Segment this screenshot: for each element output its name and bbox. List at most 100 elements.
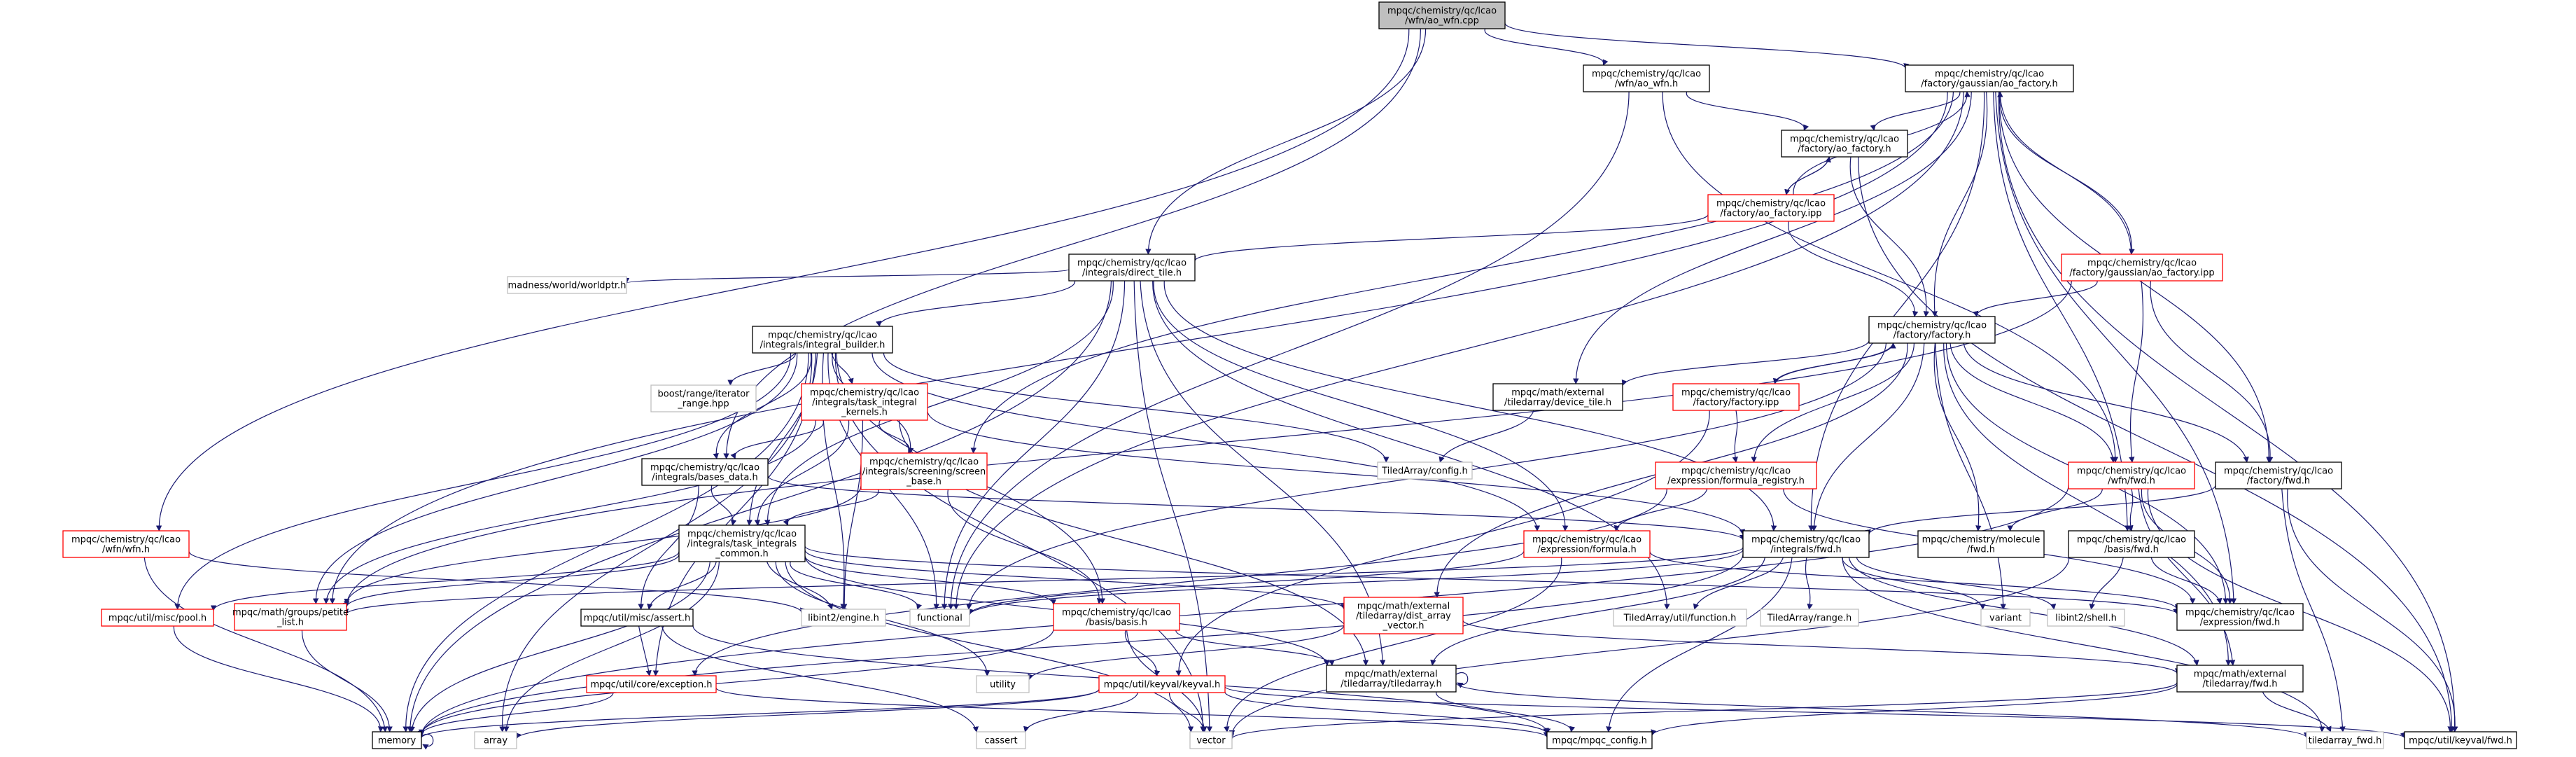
node-label: libint2/shell.h	[2055, 613, 2117, 624]
node-label: variant	[1989, 613, 2022, 624]
node-label: madness/world/worldptr.h	[508, 281, 626, 291]
node-label: mpqc/chemistry/qc/lcao	[2087, 258, 2197, 269]
node-device_tile[interactable]: mpqc/math/external/tiledarray/device_til…	[1492, 383, 1623, 411]
node-basis_fwd[interactable]: mpqc/chemistry/qc/lcao/basis/fwd.h	[2068, 530, 2195, 558]
edge-keyval_h-to-keyval_fwd	[1224, 686, 2406, 739]
edge-gauss_ao_factory_h-to-petite_list	[329, 91, 1948, 604]
node-label: mpqc/chemistry/qc/lcao	[869, 457, 979, 468]
node-memory[interactable]: memory	[372, 731, 422, 749]
edge-formula_h-to-functional	[968, 550, 1525, 615]
node-assert_h[interactable]: mpqc/util/misc/assert.h	[580, 609, 694, 627]
node-box	[650, 384, 757, 412]
node-factory_h[interactable]: mpqc/chemistry/qc/lcao/factory/factory.h	[1868, 316, 1996, 344]
node-bases_data[interactable]: mpqc/chemistry/qc/lcao/integrals/bases_d…	[641, 458, 769, 486]
node-gauss_ao_factory_ipp[interactable]: mpqc/chemistry/qc/lcao/factory/gaussian/…	[2061, 254, 2223, 282]
node-box	[1980, 609, 2031, 627]
node-box	[1868, 316, 1996, 344]
node-label: array	[484, 736, 507, 746]
node-label: mpqc/mpqc_config.h	[1552, 736, 1647, 746]
node-tiledarray_fwd_mpqc[interactable]: mpqc/math/external/tiledarray/fwd.h	[2176, 665, 2304, 693]
node-label: mpqc/math/external	[1511, 388, 1604, 398]
node-ao_factory_ipp[interactable]: mpqc/chemistry/qc/lcao/factory/ao_factor…	[1707, 194, 1835, 222]
node-root[interactable]: mpqc/chemistry/qc/lcao/wfn/ao_wfn.cpp	[1378, 1, 1506, 29]
node-label: mpqc/chemistry/qc/lcao	[2077, 535, 2186, 546]
edge-gauss_ao_factory_ipp-to-petite_list	[344, 280, 2072, 607]
node-factory_fwd[interactable]: mpqc/chemistry/qc/lcao/factory/fwd.h	[2215, 461, 2342, 489]
edge-tiledarray_h-to-mpqc_config	[1436, 691, 1576, 732]
edge-tiledarray_h-to-tiledarray_h	[1455, 672, 1469, 688]
node-wfn_fwd[interactable]: mpqc/chemistry/qc/lcao/wfn/fwd.h	[2068, 461, 2195, 489]
nodes-layer: mpqc/chemistry/qc/lcao/wfn/ao_wfn.cppmpq…	[62, 1, 2517, 749]
edge-formula_h-to-expression_fwd	[1649, 550, 2181, 611]
node-keyval_h[interactable]: mpqc/util/keyval/keyval.h	[1098, 675, 1226, 693]
node-task_integral_kernels[interactable]: mpqc/chemistry/qc/lcao/integrals/task_in…	[801, 383, 928, 421]
edge-dist_array_vector-to-tiledarray_fwd_mpqc	[1462, 619, 2181, 675]
node-factory_ipp[interactable]: mpqc/chemistry/qc/lcao/factory/factory.i…	[1672, 383, 1800, 411]
node-screen_base[interactable]: mpqc/chemistry/qc/lcao/integrals/screeni…	[860, 452, 988, 490]
node-label: functional	[917, 613, 962, 624]
node-label: libint2/engine.h	[808, 613, 879, 624]
edge-gauss_ao_factory_h-to-factory_h	[1931, 91, 1988, 317]
node-integral_builder[interactable]: mpqc/chemistry/qc/lcao/integrals/integra…	[752, 326, 893, 354]
node-variant: variant	[1980, 609, 2031, 627]
edge-wfn_fwd-to-tiledarray_fwd_mpqc	[2138, 488, 2236, 666]
node-petite_list[interactable]: mpqc/math/groups/petite_list.h	[232, 603, 349, 631]
node-label: /factory/gaussian/ao_factory.ipp	[2069, 268, 2214, 279]
edge-factory_ipp-to-factory_h	[1774, 342, 1896, 384]
node-integrals_fwd[interactable]: mpqc/chemistry/qc/lcao/integrals/fwd.h	[1742, 530, 1870, 558]
node-expression_fwd[interactable]: mpqc/chemistry/qc/lcao/expression/fwd.h	[2176, 603, 2304, 631]
node-label: /expression/formula_registry.h	[1667, 476, 1805, 487]
node-basis_h[interactable]: mpqc/chemistry/qc/lcao/basis/basis.h	[1053, 603, 1180, 631]
node-label: vector	[1196, 736, 1226, 746]
node-label: mpqc/chemistry/qc/lcao	[1592, 69, 1701, 80]
edge-root-to-wfn_wfn	[155, 28, 1410, 532]
node-boost_range: boost/range/iterator_range.hpp	[650, 384, 757, 412]
node-pool_h[interactable]: mpqc/util/misc/pool.h	[101, 609, 214, 627]
node-keyval_fwd[interactable]: mpqc/util/keyval/fwd.h	[2404, 731, 2517, 749]
edge-task_integral_kernels-to-bases_data	[730, 419, 824, 459]
node-label: mpqc/util/core/exception.h	[590, 680, 712, 690]
node-label: mpqc/chemistry/qc/lcao	[687, 529, 797, 540]
node-label: mpqc/chemistry/qc/lcao	[650, 463, 760, 473]
edge-wfn_wfn-to-libint_engine	[188, 550, 806, 614]
edge-petite_list-to-memory	[301, 630, 393, 732]
node-label: cassert	[984, 736, 1017, 746]
node-label: TiledArray/util/function.h	[1623, 613, 1737, 624]
edge-bases_data-to-task_integrals_common	[710, 485, 737, 526]
edge-task_integrals_common-to-expression_fwd	[804, 546, 2178, 615]
node-molecule_fwd[interactable]: mpqc/chemistry/molecule/fwd.h	[1917, 530, 2045, 558]
node-dist_array_vector[interactable]: mpqc/math/external/tiledarray/dist_array…	[1343, 597, 1464, 634]
edge-basis_h-to-keyval_h	[1124, 630, 1161, 676]
edge-assert_h-to-exception_h	[638, 625, 652, 676]
edge-ao_wfn_h-to-ao_factory_h	[1686, 91, 1809, 131]
node-box	[1523, 530, 1651, 558]
node-mpqc_config[interactable]: mpqc/mpqc_config.h	[1546, 731, 1653, 749]
node-ao_wfn_h[interactable]: mpqc/chemistry/qc/lcao/wfn/ao_wfn.h	[1583, 64, 1710, 92]
node-libint_shell: libint2/shell.h	[2047, 609, 2125, 627]
edge-ao_factory_h-to-keyval_fwd	[1858, 156, 2455, 732]
node-wfn_wfn[interactable]: mpqc/chemistry/qc/lcao/wfn/wfn.h	[62, 530, 190, 558]
node-vector: vector	[1189, 731, 1233, 749]
node-tiledarray_h[interactable]: mpqc/math/external/tiledarray/tiledarray…	[1326, 665, 1457, 693]
edge-device_tile-to-ta_config	[1438, 410, 1534, 463]
edge-factory_h-to-wfn_fwd	[1949, 342, 2116, 463]
edge-keyval_h-to-array	[515, 689, 1100, 739]
node-box	[1672, 383, 1800, 411]
node-direct_tile[interactable]: mpqc/chemistry/qc/lcao/integrals/direct_…	[1068, 254, 1196, 282]
node-box	[474, 731, 517, 749]
node-formula_registry[interactable]: mpqc/chemistry/qc/lcao/expression/formul…	[1655, 461, 1817, 489]
edge-integral_builder-to-memory	[402, 352, 809, 732]
node-label: mpqc/chemistry/qc/lcao	[2185, 608, 2295, 618]
node-ao_factory_h[interactable]: mpqc/chemistry/qc/lcao/factory/ao_factor…	[1781, 130, 1908, 158]
edge-factory_fwd-to-tiledarray_fwd	[2281, 488, 2346, 732]
node-formula_h[interactable]: mpqc/chemistry/qc/lcao/expression/formul…	[1523, 530, 1651, 558]
edge-bases_data-to-assert_h	[638, 485, 699, 610]
node-box	[1583, 64, 1710, 92]
node-exception_h[interactable]: mpqc/util/core/exception.h	[586, 675, 717, 693]
node-box	[2176, 665, 2304, 693]
node-label: mpqc/chemistry/qc/lcao	[2077, 466, 2186, 477]
edge-gauss_ao_factory_ipp-to-wfn_fwd	[2129, 280, 2144, 463]
node-task_integrals_common[interactable]: mpqc/chemistry/qc/lcao/integrals/task_in…	[678, 525, 806, 562]
node-gauss_ao_factory_h[interactable]: mpqc/chemistry/qc/lcao/factory/gaussian/…	[1905, 64, 2074, 92]
node-box	[801, 609, 886, 627]
